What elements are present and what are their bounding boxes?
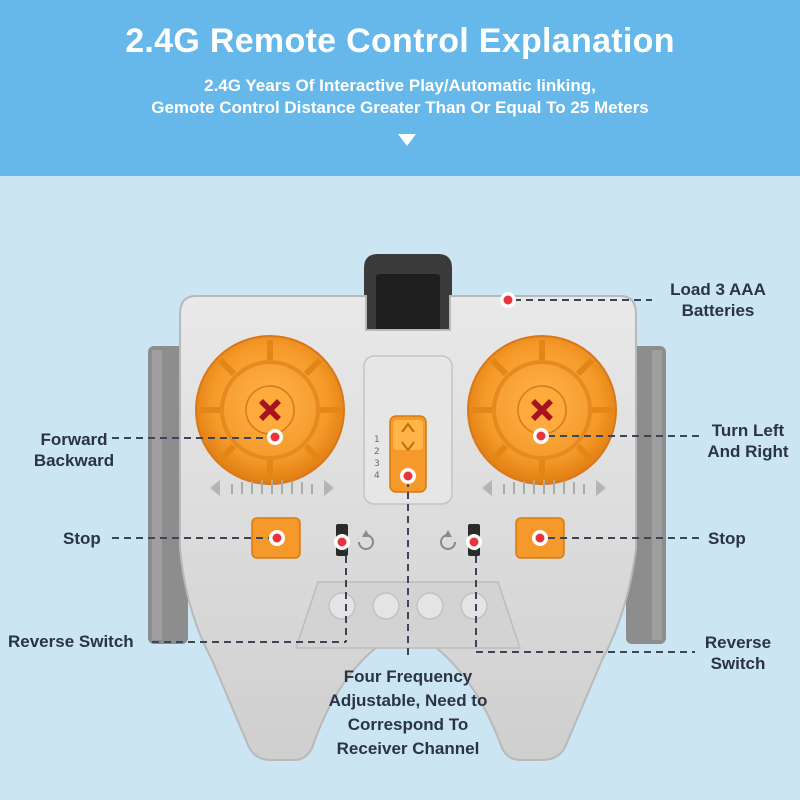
subtitle-line-1: 2.4G Years Of Interactive Play/Automatic…	[204, 76, 596, 95]
callout-reverse-right: Reverse Switch	[704, 633, 772, 673]
header-banner: 2.4G Remote Control Explanation 2.4G Yea…	[0, 0, 800, 176]
left-speed-wheel[interactable]	[195, 335, 345, 485]
right-speed-ticks	[482, 480, 606, 496]
callout-frequency: Four Frequency Adjustable, Need to Corre…	[328, 667, 488, 758]
stud	[460, 592, 488, 620]
callout-turn: Turn Left And Right	[707, 421, 789, 461]
callout-markers	[267, 292, 549, 550]
callout-reverse-left: Reverse Switch	[8, 632, 134, 651]
left-speed-ticks	[210, 480, 334, 496]
callout-stop-left: Stop	[63, 529, 101, 548]
reverse-arrow-icon	[440, 534, 456, 550]
callout-stop-right: Stop	[708, 529, 746, 548]
channel-number-4: 4	[374, 471, 380, 481]
stud	[372, 592, 400, 620]
page-title: 2.4G Remote Control Explanation	[125, 22, 675, 60]
channel-number-3: 3	[374, 459, 380, 469]
subtitle-line-2: Gemote Control Distance Greater Than Or …	[151, 98, 649, 117]
callout-batteries: Load 3 AAA Batteries	[670, 280, 766, 320]
reverse-arrow-icon	[358, 534, 374, 550]
down-arrow-icon	[398, 134, 416, 146]
callout-lines	[112, 299, 700, 655]
right-speed-wheel[interactable]	[467, 335, 617, 485]
channel-number-2: 2	[374, 447, 380, 457]
channel-number-1: 1	[374, 435, 380, 445]
stud	[328, 592, 356, 620]
stud	[416, 592, 444, 620]
callout-forward-backward: Forward Backward	[33, 430, 115, 470]
